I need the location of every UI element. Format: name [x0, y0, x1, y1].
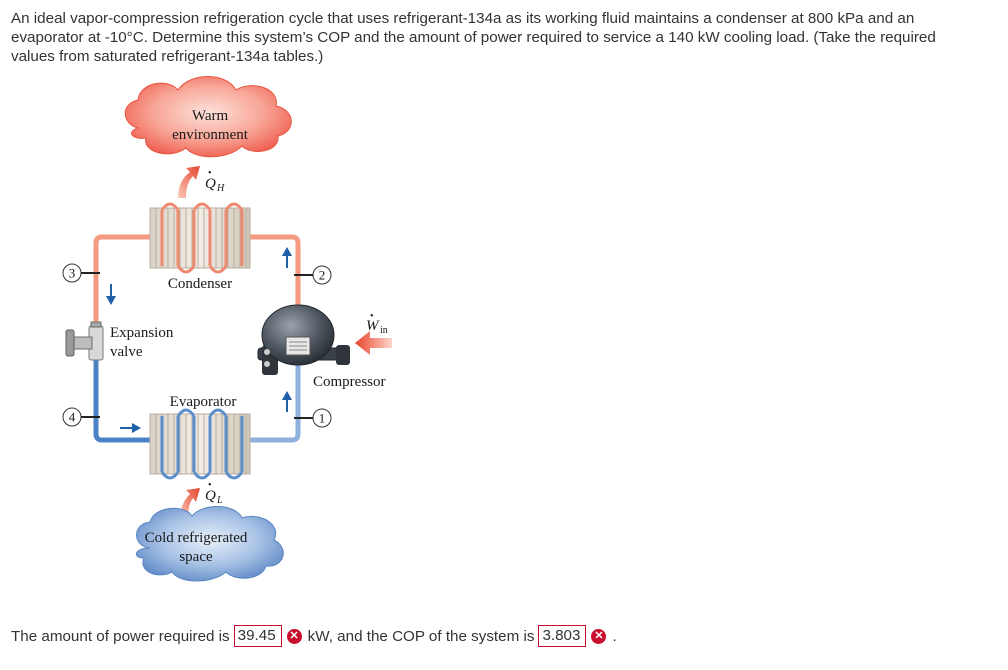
warm-environment-cloud: Warm environment — [124, 76, 292, 158]
answer-prefix: The amount of power required is — [11, 627, 230, 645]
compressor-label: Compressor — [313, 374, 386, 390]
state-2-label: 2 — [319, 268, 326, 283]
compressor — [257, 304, 350, 375]
qh-heat-arrow — [178, 166, 200, 198]
x-circle-icon: ✕ — [591, 628, 607, 644]
state-3-label: 3 — [69, 266, 76, 281]
expansion-label-line2: valve — [110, 344, 143, 360]
expansion-valve — [65, 321, 104, 361]
cold-space-cloud: Cold refrigerated space — [135, 505, 284, 582]
state-4-marker: 4 — [62, 407, 100, 427]
answer-suffix: . — [612, 627, 617, 645]
warm-label-line2: environment — [172, 127, 249, 143]
answer-middle: kW, and the COP of the system is — [307, 627, 535, 645]
cop-answer-input[interactable]: 3.803 — [538, 625, 587, 647]
state-markers: 3 4 2 1 — [62, 263, 332, 428]
state-1-label: 1 — [319, 411, 326, 426]
cold-label-line2: space — [179, 549, 213, 565]
condenser-coil — [149, 202, 251, 274]
win-power-arrow — [355, 331, 392, 355]
ql-dot: • — [208, 480, 212, 491]
power-answer-input[interactable]: 39.45 — [233, 625, 282, 647]
answer-line: The amount of power required is 39.45 ✕ … — [11, 624, 617, 648]
win-dot: • — [370, 311, 374, 322]
evaporator-coil — [149, 408, 251, 480]
evaporator-label: Evaporator — [170, 394, 237, 410]
win-subscript: in — [380, 325, 388, 336]
ql-symbol: Q — [205, 488, 216, 504]
state-4-label: 4 — [69, 410, 76, 425]
state-2-marker: 2 — [294, 265, 332, 285]
condenser-label: Condenser — [168, 276, 232, 292]
warm-label-line1: Warm — [192, 108, 229, 124]
cold-label-line1: Cold refrigerated — [145, 530, 248, 546]
problem-statement: An ideal vapor-compression refrigeration… — [11, 10, 936, 65]
state-3-marker: 3 — [62, 263, 100, 283]
state-1-marker: 1 — [294, 408, 332, 428]
qh-dot: • — [208, 168, 212, 179]
flow-arrows — [106, 247, 292, 433]
refrigerant-pipes — [93, 234, 301, 443]
expansion-label-line1: Expansion — [110, 325, 174, 341]
qh-symbol: Q — [205, 176, 216, 192]
refrigeration-cycle-diagram: Warm environment Q • H Condenser — [62, 76, 392, 582]
x-circle-icon: ✕ — [286, 628, 302, 644]
win-symbol: W — [366, 318, 380, 334]
qh-subscript: H — [216, 183, 225, 194]
ql-subscript: L — [216, 495, 223, 506]
